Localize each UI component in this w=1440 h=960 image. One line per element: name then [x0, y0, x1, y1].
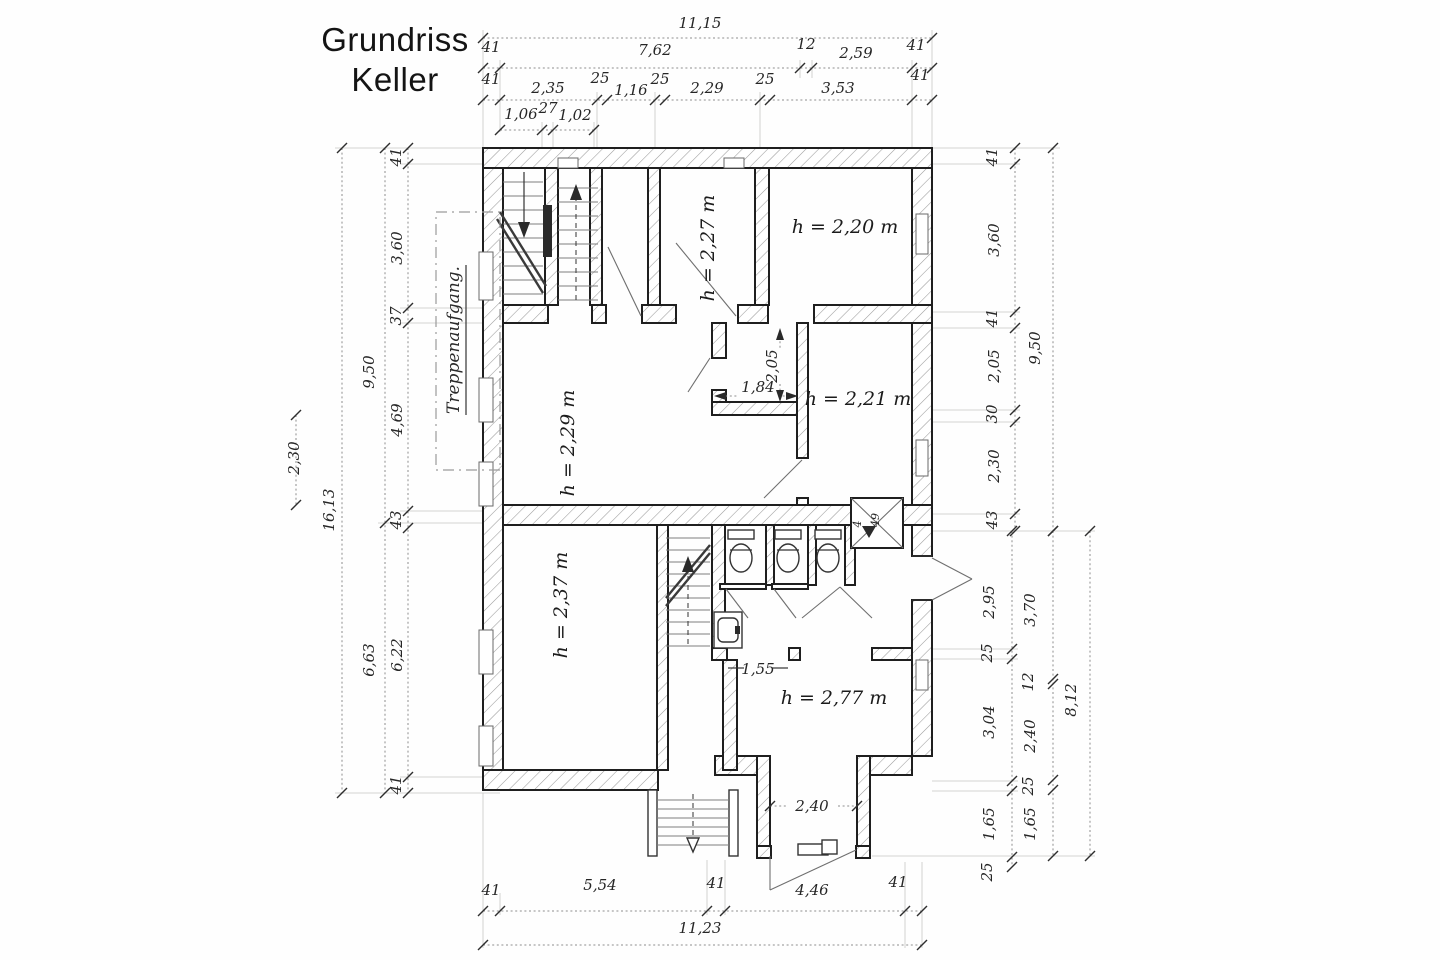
- exterior-staircase: [647, 789, 739, 857]
- washbasin: [713, 611, 743, 649]
- storage-depth-dim: 2,05: [763, 349, 781, 383]
- dim-label: 41: [983, 308, 1001, 328]
- dim-label: 41: [983, 147, 1001, 167]
- dim-label: 3,60: [388, 231, 406, 265]
- vent-symbol: [862, 526, 876, 538]
- dim-label: 41: [480, 38, 500, 56]
- dim-label: 12: [796, 35, 815, 53]
- dim-label: 6,63: [360, 643, 378, 676]
- dim-label: 25: [589, 69, 609, 87]
- dim-label: 43: [983, 510, 1001, 530]
- dim-label: 41: [387, 147, 405, 167]
- room-label-top-right: h = 2,20 m: [792, 216, 899, 238]
- room-label-mid-left: h = 2,29 m: [557, 390, 579, 497]
- dim-label: 3,60: [985, 223, 1003, 257]
- dim-label: 41: [887, 873, 907, 891]
- toilet-1: [727, 529, 755, 573]
- dim-label: 8,12: [1062, 683, 1080, 716]
- dim-label: 16,13: [320, 489, 338, 532]
- dim-label: 9,50: [360, 355, 378, 389]
- dim-label: 2,30: [985, 449, 1003, 484]
- room-label-top-mid: h = 2,27 m: [697, 195, 719, 302]
- dim-chain-top: 11,15 41 7,62 12 2,59 41 41 2,35 25 1,16…: [477, 14, 938, 136]
- drawing-title: Grundriss Keller: [305, 20, 485, 101]
- dim-label: 4,69: [388, 403, 406, 438]
- room-label-bottom-left: h = 2,37 m: [550, 552, 572, 659]
- dim-label: 12: [1019, 672, 1037, 691]
- dim-label: 3,70: [1021, 593, 1039, 627]
- dim-label: 11,23: [679, 919, 722, 937]
- drawing-title-line1: Grundriss: [321, 21, 469, 58]
- dim-label: 1,06: [504, 105, 538, 123]
- dim-label: 7,62: [638, 41, 671, 59]
- room-labels: h = 2,27 m h = 2,20 m h = 2,29 m h = 2,2…: [550, 195, 911, 709]
- dim-label: 27: [537, 99, 558, 117]
- drawing-title-line2: Keller: [351, 61, 439, 99]
- dim-label: 5,54: [583, 876, 616, 894]
- dim-label: 1,16: [614, 81, 648, 99]
- dim-label: 2,95: [980, 585, 998, 619]
- dim-chain-left: 16,13 9,50 6,63 41 3,60 37 4,69 43 6,22 …: [285, 142, 414, 799]
- dim-label: 2,30: [285, 441, 303, 476]
- dim-label: 6,22: [388, 638, 406, 671]
- dim-label: 2,59: [838, 44, 873, 62]
- shaft-dim-b: 49: [869, 513, 882, 528]
- toilet-2: [774, 529, 802, 573]
- vent-shaft: 4 49: [850, 497, 904, 549]
- interior-dimensions: 1,84 2,05 1,55 2,40: [714, 328, 863, 815]
- dim-label: 25: [1019, 776, 1037, 796]
- dim-label: 3,04: [980, 705, 998, 738]
- passage-dim: 1,55: [741, 660, 774, 678]
- room-label-bottom-right: h = 2,77 m: [781, 687, 888, 709]
- dim-label: 1,65: [1021, 807, 1039, 840]
- dim-label: 37: [387, 306, 405, 326]
- dim-label: 25: [754, 70, 774, 88]
- dim-label: 41: [905, 36, 925, 54]
- shaft-dim-a: 4: [851, 521, 864, 529]
- stairway-label: Treppenaufgang.: [444, 266, 464, 414]
- dim-label: 1,65: [980, 807, 998, 840]
- stair-up-arrow: [570, 184, 582, 200]
- dim-label: 2,35: [530, 79, 564, 97]
- dim-label: 9,50: [1026, 331, 1044, 365]
- wc-fixtures: [713, 529, 842, 649]
- stairway-annotation: Treppenaufgang.: [435, 211, 501, 471]
- dim-label: 4,46: [794, 881, 829, 899]
- mid-stair-up-arrow: [682, 556, 694, 572]
- dim-label: 41: [480, 70, 500, 88]
- dim-label: 41: [705, 874, 725, 892]
- dim-label: 2,05: [985, 349, 1003, 383]
- dim-label: 2,40: [1021, 719, 1039, 754]
- dim-label: 25: [978, 862, 996, 882]
- dim-label: 41: [909, 66, 929, 84]
- dim-chain-right: 41 3,60 41 2,05 30 2,30 43 9,50 2,95 25 …: [978, 142, 1096, 883]
- dim-chain-bottom: 41 5,54 41 4,46 41 11,23: [477, 873, 928, 951]
- door-swings: [607, 242, 973, 891]
- dim-label: 3,53: [821, 79, 854, 97]
- bay-opening-dim: 2,40: [794, 797, 829, 815]
- dim-label: 25: [978, 643, 996, 663]
- dim-label: 1,02: [558, 106, 591, 124]
- bay-door: [797, 839, 838, 856]
- dim-label: 11,15: [679, 14, 722, 32]
- dim-label: 41: [387, 775, 405, 795]
- mid-staircase: [665, 537, 711, 647]
- dim-label: 25: [649, 70, 669, 88]
- extension-lines: [335, 30, 1095, 948]
- dim-label: 2,29: [689, 79, 724, 97]
- window-recesses: [478, 157, 929, 767]
- room-label-mid-right: h = 2,21 m: [805, 388, 912, 410]
- exterior-stair-down-arrow: [685, 837, 701, 854]
- dim-label: 30: [983, 404, 1001, 424]
- storage-width-dim: 1,84: [741, 378, 774, 396]
- stair-down-arrow: [518, 222, 530, 238]
- main-staircase: [495, 172, 598, 301]
- dim-label: 41: [480, 881, 500, 899]
- toilet-3: [814, 529, 842, 573]
- dim-label: 43: [387, 510, 405, 530]
